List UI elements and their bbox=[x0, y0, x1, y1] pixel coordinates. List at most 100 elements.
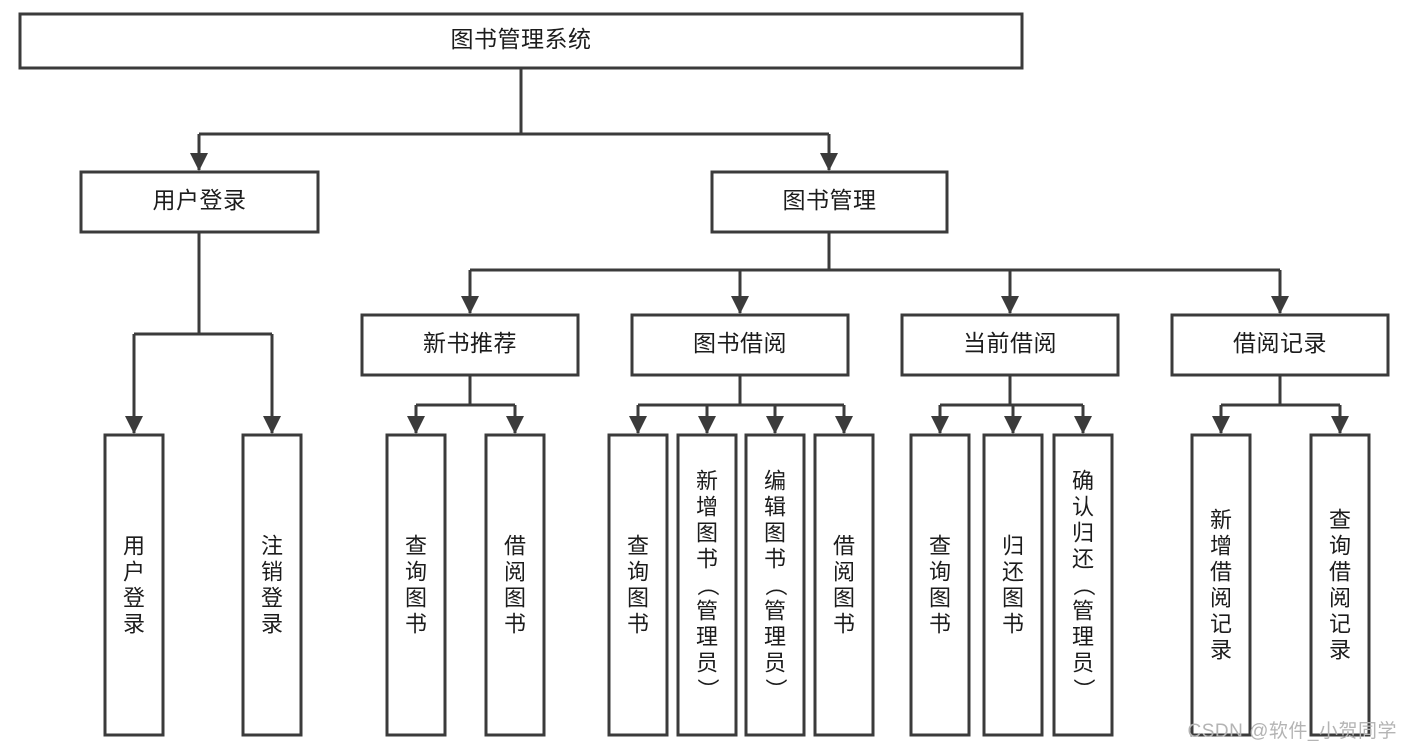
node-label-char: 图 bbox=[764, 520, 786, 545]
node-label-char: 录 bbox=[123, 611, 145, 636]
node-box-leaf-query-book-current[interactable] bbox=[909, 433, 971, 737]
node-label-char: 管 bbox=[696, 598, 718, 623]
node-box-book-borrow[interactable] bbox=[630, 313, 850, 377]
node-new-book-recommend[interactable]: 新书推荐 bbox=[360, 313, 580, 377]
node-box-leaf-borrow-book-rec[interactable] bbox=[484, 433, 546, 737]
node-root[interactable]: 图书管理系统 bbox=[18, 12, 1024, 70]
node-label-char: 询 bbox=[929, 559, 951, 584]
node-box-leaf-add-book[interactable] bbox=[676, 433, 738, 737]
connector-new-book-to-leaves bbox=[414, 375, 517, 433]
arrow-head-icon bbox=[263, 416, 281, 434]
node-label-char: 图 bbox=[929, 585, 951, 610]
csdn-watermark: CSDN @软件_小贺同学 bbox=[1187, 721, 1397, 742]
node-label-char: 图 bbox=[696, 520, 718, 545]
node-book-borrow[interactable]: 图书借阅 bbox=[630, 313, 850, 377]
node-label-char: ） bbox=[763, 678, 788, 700]
connector-borrow-record-to-leaves bbox=[1219, 375, 1342, 433]
connector-book-borrow-to-leaves bbox=[636, 375, 846, 433]
node-box-leaf-query-book-rec[interactable] bbox=[385, 433, 447, 737]
node-label-char: 管 bbox=[764, 598, 786, 623]
node-label-char: 书 bbox=[696, 546, 718, 571]
node-label-char: 还 bbox=[1002, 559, 1024, 584]
node-box-leaf-confirm-return[interactable] bbox=[1052, 433, 1114, 737]
connector-book-manage-to-level3 bbox=[468, 232, 1282, 313]
node-label-char: 图 bbox=[627, 585, 649, 610]
node-label-char: 理 bbox=[696, 624, 718, 649]
node-box-new-book-recommend[interactable] bbox=[360, 313, 580, 377]
node-box-leaf-user-login[interactable] bbox=[103, 433, 165, 737]
node-label-char: 编 bbox=[764, 468, 786, 493]
node-label-char: 图 bbox=[833, 585, 855, 610]
node-book-manage[interactable]: 图书管理 bbox=[710, 170, 949, 234]
node-leaf-user-login[interactable]: 用户登录 bbox=[103, 433, 165, 737]
node-box-current-borrow[interactable] bbox=[900, 313, 1120, 377]
node-label-char: 询 bbox=[405, 559, 427, 584]
node-label-char: 记 bbox=[1210, 611, 1232, 636]
node-label: 当前借阅 bbox=[963, 330, 1057, 356]
node-label-char: 查 bbox=[627, 533, 649, 558]
arrow-head-icon bbox=[506, 416, 524, 434]
node-label-char: 录 bbox=[261, 611, 283, 636]
node-box-borrow-record[interactable] bbox=[1170, 313, 1390, 377]
connector-user-login-to-leaves bbox=[132, 232, 274, 433]
node-label-char: 新 bbox=[1210, 507, 1232, 532]
node-label: 图书管理 bbox=[783, 187, 877, 213]
connector-root-to-level2 bbox=[197, 68, 831, 170]
arrow-head-icon bbox=[1212, 416, 1230, 434]
node-label-char: 员 bbox=[1072, 650, 1094, 675]
node-layer: 图书管理系统用户登录图书管理新书推荐图书借阅当前借阅借阅记录用户登录注销登录查询… bbox=[18, 12, 1390, 737]
arrow-head-icon bbox=[820, 153, 838, 171]
node-box-leaf-query-book-borrow[interactable] bbox=[607, 433, 669, 737]
node-label: 新书推荐 bbox=[423, 330, 517, 356]
node-box-leaf-add-record[interactable] bbox=[1190, 433, 1252, 737]
node-label-char: 借 bbox=[833, 533, 855, 558]
node-box-user-login[interactable] bbox=[79, 170, 320, 234]
arrow-head-icon bbox=[931, 416, 949, 434]
node-current-borrow[interactable]: 当前借阅 bbox=[900, 313, 1120, 377]
node-label-char: 书 bbox=[1002, 611, 1024, 636]
node-label-char: 查 bbox=[929, 533, 951, 558]
node-box-leaf-edit-book[interactable] bbox=[744, 433, 806, 737]
node-user-login[interactable]: 用户登录 bbox=[79, 170, 320, 234]
node-label-char: 还 bbox=[1072, 546, 1094, 571]
node-label: 图书借阅 bbox=[693, 330, 787, 356]
node-box-root[interactable] bbox=[18, 12, 1024, 70]
node-label-char: （ bbox=[695, 574, 720, 596]
node-box-book-manage[interactable] bbox=[710, 170, 949, 234]
node-label-char: （ bbox=[763, 574, 788, 596]
node-label-char: 记 bbox=[1329, 611, 1351, 636]
node-label-char: 阅 bbox=[833, 559, 855, 584]
node-label-char: 登 bbox=[123, 585, 145, 610]
node-label-char: 录 bbox=[1329, 637, 1351, 662]
node-box-leaf-query-record[interactable] bbox=[1309, 433, 1371, 737]
node-label-char: 销 bbox=[261, 559, 283, 584]
node-label-char: 理 bbox=[1072, 624, 1094, 649]
node-borrow-record[interactable]: 借阅记录 bbox=[1170, 313, 1390, 377]
node-label-char: 借 bbox=[1329, 559, 1351, 584]
node-label: 图书管理系统 bbox=[451, 26, 592, 52]
node-label-char: 书 bbox=[833, 611, 855, 636]
node-box-leaf-borrow-book[interactable] bbox=[813, 433, 875, 737]
node-label-char: ） bbox=[1071, 678, 1096, 700]
arrow-head-icon bbox=[1271, 296, 1289, 314]
node-box-leaf-return-book[interactable] bbox=[982, 433, 1044, 737]
arrow-head-icon bbox=[125, 416, 143, 434]
node-label-char: （ bbox=[1071, 574, 1096, 596]
node-label-char: 员 bbox=[696, 650, 718, 675]
arrow-head-icon bbox=[461, 296, 479, 314]
node-box-leaf-logout[interactable] bbox=[241, 433, 303, 737]
